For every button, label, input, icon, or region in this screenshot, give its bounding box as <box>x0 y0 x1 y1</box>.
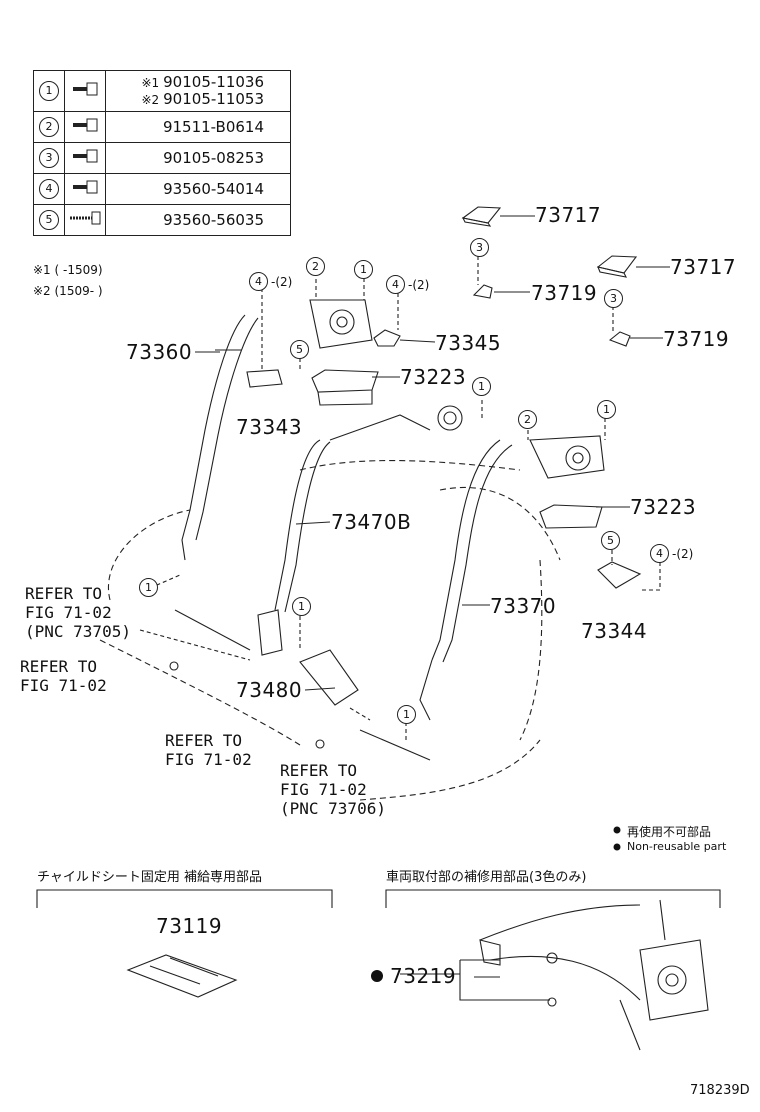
marker-1: 1 <box>472 377 491 396</box>
bolt-icon <box>71 180 99 199</box>
marker-2: 2 <box>306 257 325 276</box>
marker-2: 2 <box>518 410 537 429</box>
fastener-part-number: 91511-B0614 <box>162 118 264 136</box>
serial-mark: ※1 <box>141 76 160 90</box>
marker-4: 4 <box>249 272 268 291</box>
marker-4: 4 <box>386 275 405 294</box>
fastener-row: 2 91511-B0614 <box>33 111 291 143</box>
bolt-icon <box>71 82 99 101</box>
legend-en: Non-reusable part <box>627 840 727 853</box>
fastener-part-number: 90105-11036 <box>163 73 264 91</box>
part-73344: 73344 <box>581 619 648 643</box>
section-repair-parts: 車両取付部の補修用部品(3色のみ) <box>386 870 587 885</box>
serial-mark: ※2 <box>141 93 160 107</box>
marker-5: 5 <box>601 531 620 550</box>
marker-4: 4 <box>650 544 669 563</box>
fastener-part-number: 90105-11053 <box>163 90 264 108</box>
non-reusable-dot <box>371 970 383 982</box>
section-child-seat: チャイルドシート固定用 補給専用部品 <box>37 870 263 885</box>
refer-to-73705: REFER TO FIG 71-02 (PNC 73705) <box>25 584 131 641</box>
fastener-row: 4 93560-54014 <box>33 173 291 205</box>
part-73370: 73370 <box>490 594 557 618</box>
marker-5: 5 <box>290 340 309 359</box>
figure-id: 718239D <box>690 1083 750 1098</box>
marker-1: 1 <box>597 400 616 419</box>
bolt-icon <box>71 118 99 137</box>
bolt-icon <box>71 149 99 168</box>
part-73717-b: 73717 <box>670 255 737 279</box>
part-73223-a: 73223 <box>400 365 467 389</box>
note-2: ※2 (1509- ) <box>33 284 103 298</box>
marker-1: 1 <box>397 705 416 724</box>
part-73343: 73343 <box>236 415 303 439</box>
qty-4-c: -(2) <box>672 547 694 561</box>
fastener-part-number: 90105-08253 <box>163 149 264 167</box>
fastener-number: 3 <box>39 148 59 168</box>
qty-4-b: -(2) <box>408 278 430 292</box>
refer-to-fig-a: REFER TO FIG 71-02 <box>20 657 107 695</box>
part-73719-b: 73719 <box>663 327 730 351</box>
marker-3: 3 <box>470 238 489 257</box>
refer-to-73706: REFER TO FIG 71-02 (PNC 73706) <box>280 761 386 818</box>
marker-1: 1 <box>354 260 373 279</box>
part-73219: 73219 <box>390 964 457 988</box>
note-1: ※1 ( -1509) <box>33 263 103 277</box>
part-73470B: 73470B <box>331 510 412 534</box>
qty-4-a: -(2) <box>271 275 293 289</box>
refer-to-fig-b: REFER TO FIG 71-02 <box>165 731 252 769</box>
fastener-number: 5 <box>39 210 59 230</box>
screw-icon <box>68 211 102 230</box>
marker-3: 3 <box>604 289 623 308</box>
part-73345: 73345 <box>435 331 502 355</box>
part-73719-a: 73719 <box>531 281 598 305</box>
fastener-number: 4 <box>39 179 59 199</box>
part-73360: 73360 <box>126 340 193 364</box>
fastener-number: 1 <box>39 81 59 101</box>
fastener-part-number: 93560-56035 <box>163 211 264 229</box>
part-73223-b: 73223 <box>630 495 697 519</box>
part-73119: 73119 <box>156 914 223 938</box>
legend-jp: 再使用不可部品 <box>627 825 712 839</box>
fastener-part-number: 93560-54014 <box>163 180 264 198</box>
fastener-number: 2 <box>39 117 59 137</box>
marker-1: 1 <box>292 597 311 616</box>
part-73717-a: 73717 <box>535 203 602 227</box>
marker-1: 1 <box>139 578 158 597</box>
fastener-row: 5 93560-56035 <box>33 204 291 236</box>
part-73480: 73480 <box>236 678 303 702</box>
